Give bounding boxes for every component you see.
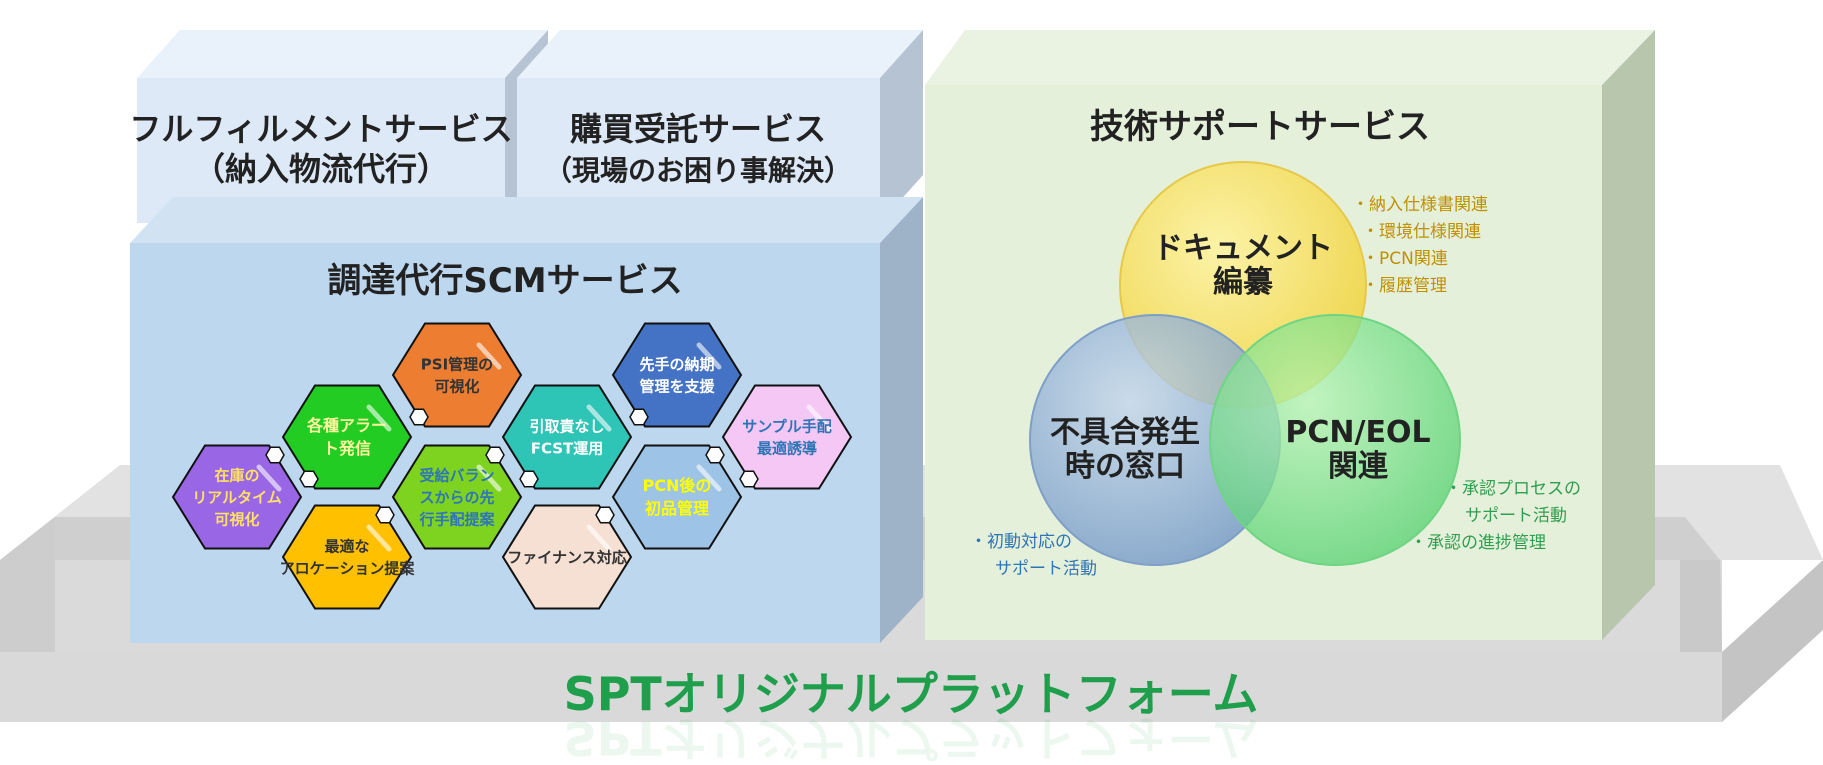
- hex-connector-icon: [265, 446, 285, 464]
- annotation-line: ・納入仕様書関連: [1352, 195, 1488, 215]
- hex-supply-demand-label: スからの先: [419, 488, 494, 506]
- hex-delivery-support-gloss: [696, 342, 722, 370]
- hex-connector-icon: [705, 446, 725, 464]
- hex-connector-icon: [485, 446, 505, 464]
- hex-inventory-visualization-label: リアルタイム: [192, 488, 282, 506]
- tech-title: 技術サポートサービス: [1090, 107, 1430, 147]
- hex-delivery-support-shape: [611, 322, 743, 428]
- hex-inventory-visualization-shape: [171, 444, 303, 550]
- hex-alerts-label: ト発信: [323, 439, 371, 458]
- hex-connector-icon: [375, 506, 395, 524]
- hex-supply-demand-label: 受給バラン: [419, 466, 494, 484]
- hex-fcst-gloss: [586, 404, 612, 432]
- hex-supply-demand-gloss: [476, 464, 502, 492]
- hex-sample-label: サンプル手配: [742, 417, 832, 435]
- hex-optimal-allocation-shape: [281, 504, 413, 610]
- circle-pcn-label-2: 関連: [1328, 449, 1389, 484]
- hex-inventory-visualization-label: 可視化: [214, 510, 259, 528]
- venn-diagram: [1029, 161, 1461, 566]
- hex-pcn-initial-label: 初品管理: [645, 499, 709, 518]
- platform-label: SPTオリジナルプラットフォーム: [564, 667, 1259, 721]
- annotation-line: ・履歴管理: [1362, 276, 1447, 296]
- circle-pcn-eol: [1209, 314, 1461, 566]
- scm-hexagons: 在庫のリアルタイム可視化各種アラート発信最適なアロケーション提案PSI管理の可視…: [171, 322, 853, 610]
- circle-document-label-1: ドキュメント: [1153, 231, 1333, 266]
- hex-optimal-allocation-gloss: [366, 524, 392, 552]
- hex-finance: ファイナンス対応: [501, 504, 633, 610]
- hex-alerts-label: 各種アラー: [306, 416, 387, 435]
- hex-fcst-label: 引取責なし: [529, 417, 604, 435]
- circle-defect-label-1: 不具合発生: [1050, 415, 1200, 450]
- hex-psi-visualization-shape: [391, 322, 523, 428]
- annotation-line: ・PCN関連: [1362, 249, 1448, 269]
- annotation-defect: ・初動対応の サポート活動: [970, 532, 1097, 579]
- hex-psi-visualization-gloss: [476, 342, 502, 370]
- hex-pcn-initial-gloss: [696, 464, 722, 492]
- annotation-line: ・初動対応の: [970, 532, 1072, 552]
- fulfillment-subtitle: （納入物流代行）: [193, 150, 449, 188]
- annotation-line: サポート活動: [1465, 506, 1567, 526]
- scm-title: 調達代行SCMサービス: [327, 261, 682, 301]
- annotation-pcn: ・承認プロセスの サポート活動 ・承認の進捗管理: [1410, 479, 1581, 553]
- hex-delivery-support-label: 管理を支援: [639, 377, 715, 395]
- hex-finance-label: ファイナンス対応: [507, 548, 626, 566]
- annotation-line: ・環境仕様関連: [1362, 222, 1481, 242]
- hex-connector-icon: [409, 408, 429, 426]
- hex-alerts-shape: [281, 384, 413, 490]
- circle-defect-label-2: 時の窓口: [1065, 449, 1185, 484]
- hex-inventory-visualization-label: 在庫の: [214, 466, 259, 484]
- hex-optimal-allocation-label: 最適な: [324, 537, 369, 555]
- annotation-line: サポート活動: [995, 559, 1097, 579]
- hex-inventory-visualization-gloss: [256, 464, 282, 492]
- hex-connector-icon: [595, 506, 615, 524]
- hex-connector-icon: [629, 408, 649, 426]
- hex-alerts-gloss: [366, 404, 392, 432]
- purchasing-subtitle: （現場のお困り事解決）: [544, 154, 852, 187]
- hex-sample-shape: [721, 384, 853, 490]
- hex-psi-visualization-label: PSI管理の: [421, 355, 493, 373]
- platform-front: [0, 652, 1722, 722]
- hex-delivery-support-label: 先手の納期: [639, 355, 714, 373]
- hex-psi-visualization-label: 可視化: [434, 377, 479, 395]
- hex-sample-gloss: [806, 404, 832, 432]
- hex-sample-label: 最適誘導: [757, 439, 817, 457]
- hex-fcst-label: FCST運用: [531, 439, 604, 457]
- hex-fcst: 引取責なし FCST運用: [501, 384, 633, 490]
- platform-label-reflection: SPTオリジナルプラットフォーム: [564, 711, 1259, 765]
- circle-pcn-label-1: PCN/EOL: [1285, 415, 1430, 450]
- scm-box: [130, 197, 923, 643]
- hex-supply-demand-label: 行手配提案: [418, 510, 495, 528]
- hex-supply-demand-shape: [391, 444, 523, 550]
- hex-connector-icon: [519, 470, 539, 488]
- circle-document-label-2: 編纂: [1213, 265, 1274, 300]
- annotation-document: ・納入仕様書関連 ・環境仕様関連 ・PCN関連 ・履歴管理: [1352, 195, 1488, 296]
- hex-optimal-allocation-label: アロケーション提案: [280, 559, 416, 577]
- hex-pcn-initial-shape: [611, 444, 743, 550]
- hex-fcst-shape: [501, 384, 633, 490]
- hex-connector-icon: [299, 470, 319, 488]
- hex-pcn-initial-label: PCN後の: [643, 476, 712, 495]
- hex-finance-shape: [501, 504, 633, 610]
- hex-finance-gloss: [586, 524, 612, 552]
- purchasing-title: 購買受託サービス: [570, 110, 826, 148]
- annotation-line: ・承認プロセスの: [1445, 479, 1581, 499]
- annotation-line: ・承認の進捗管理: [1410, 533, 1546, 553]
- hex-connector-icon: [739, 470, 759, 488]
- fulfillment-title: フルフィルメントサービス: [129, 110, 512, 148]
